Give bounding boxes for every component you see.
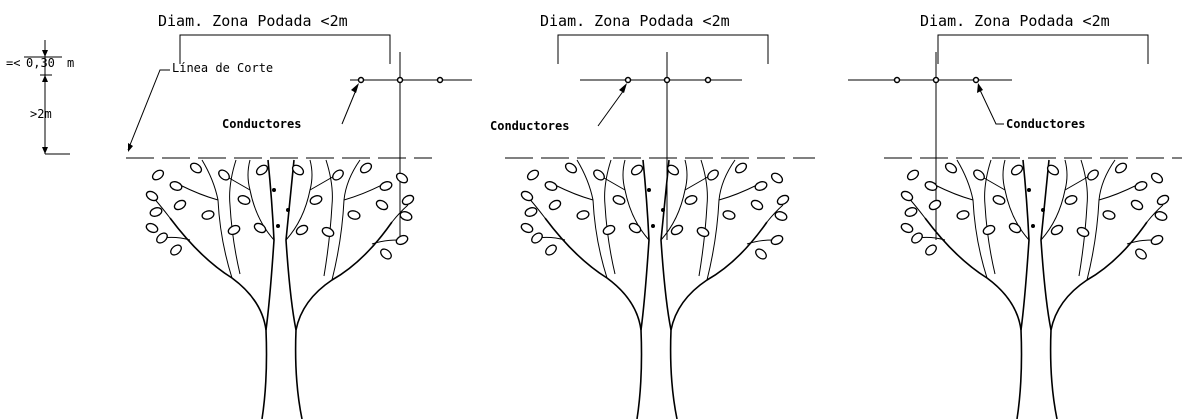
panel-2-conductor-label: Conductores [490, 119, 569, 133]
panel-3-title: Diam. Zona Podada <2m [920, 12, 1110, 30]
panel-2-tree [519, 159, 791, 419]
panel-3-conductor-label: Conductores [1006, 117, 1085, 131]
clearance-dimension: =< 0,30 m >2m [6, 40, 74, 155]
clearance-unit: m [67, 56, 74, 70]
panel-2: Diam. Zona Podada <2m Conductores [490, 12, 815, 419]
panel-3: Diam. Zona Podada <2m Conductores [848, 12, 1182, 419]
panel-1-conductor-label: Conductores [222, 117, 301, 131]
panel-3-tree [899, 159, 1171, 419]
cut-line-callout: Línea de Corte [127, 61, 273, 152]
panel-1: Diam. Zona Podada <2m Conductores [126, 12, 472, 419]
cut-line-label: Línea de Corte [172, 61, 273, 75]
clearance-prefix: =< [6, 56, 20, 70]
panel-2-title: Diam. Zona Podada <2m [540, 12, 730, 30]
height-value: >2m [30, 107, 52, 121]
clearance-value: 0,30 [26, 56, 55, 70]
panel-1-tree [144, 159, 416, 419]
panel-1-title: Diam. Zona Podada <2m [158, 12, 348, 30]
